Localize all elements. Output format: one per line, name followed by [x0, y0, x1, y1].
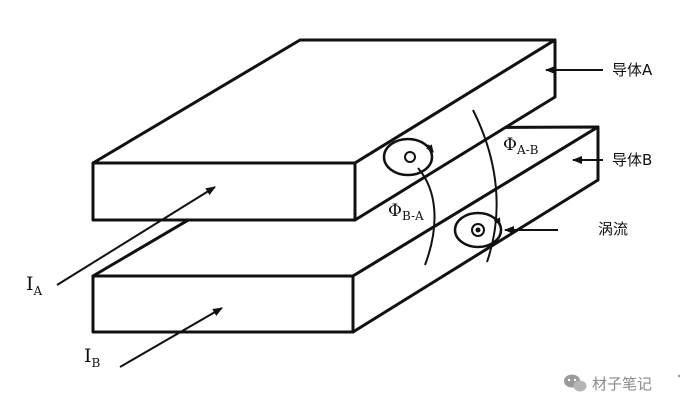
eddy-current-label: 涡流	[598, 220, 628, 238]
flux-ba-symbol: Φ	[388, 201, 402, 221]
flux-ab-symbol: Φ	[503, 135, 517, 155]
watermark-text: 材子笔记	[592, 375, 652, 393]
watermark: 材子笔记	[564, 374, 681, 393]
conductor-a-label: 导体A	[612, 61, 653, 79]
conductor-b-label: 导体B	[612, 151, 652, 169]
flux-ab-subscript: A-B	[516, 143, 539, 157]
conductor-b-front-face	[91, 274, 355, 334]
conductor-a-front-face	[91, 161, 357, 222]
flux-line-a-b	[472, 109, 498, 263]
flux-ab-label: ΦA-B	[503, 135, 539, 157]
current-a-subscript: A	[33, 284, 43, 298]
flux-line-b-a	[417, 167, 436, 266]
flux-ba-label: ΦB-A	[388, 201, 424, 223]
current-a-label: IA	[26, 273, 43, 298]
flux-ba-subscript: B-A	[402, 209, 424, 223]
current-b-subscript: B	[92, 356, 101, 370]
current-a-arrow	[56, 186, 216, 286]
current-b-symbol: I	[84, 345, 92, 367]
current-b-label: IB	[84, 345, 101, 370]
current-b-arrow	[119, 307, 223, 368]
eddy-current-a	[382, 137, 434, 177]
eddy-current-b	[453, 211, 503, 249]
wechat-logo-icon	[564, 374, 587, 392]
conductor-b-side-face	[351, 125, 600, 334]
current-a-symbol: I	[26, 273, 34, 295]
